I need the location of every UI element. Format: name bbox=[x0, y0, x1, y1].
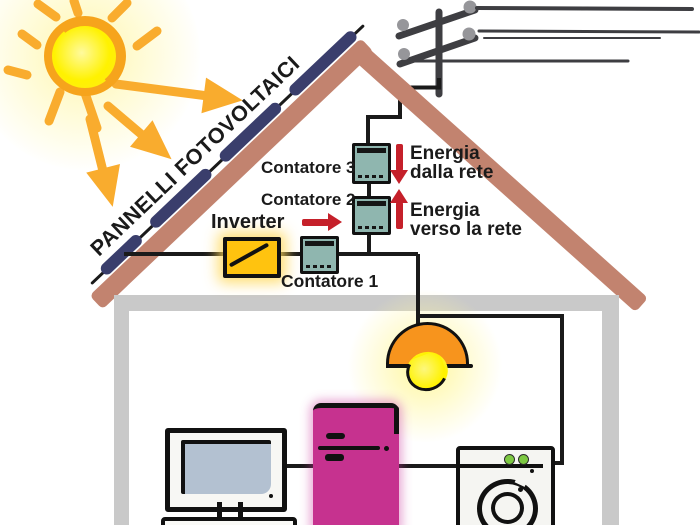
power-pole-icon bbox=[395, 6, 479, 98]
label-line: Energia bbox=[410, 143, 480, 164]
washer-button-green bbox=[518, 454, 529, 465]
label-line: verso la rete bbox=[410, 218, 522, 240]
fridge-icon bbox=[313, 403, 399, 525]
meter-contatore-1 bbox=[300, 236, 339, 274]
label-contatore-1: Contatore 1 bbox=[281, 271, 379, 291]
label-line: Energia bbox=[410, 200, 480, 221]
energy-to-grid-arrow-head bbox=[390, 189, 408, 203]
monitor-screen bbox=[181, 440, 271, 494]
label-contatore-3: Contatore 3 bbox=[261, 158, 356, 177]
fridge-divider bbox=[318, 446, 380, 450]
washer-panel-line bbox=[459, 464, 543, 468]
insulators bbox=[397, 0, 477, 60]
washer-panel-dot bbox=[530, 469, 534, 473]
washer-drum-dot bbox=[518, 487, 523, 492]
monitor-stand bbox=[217, 502, 243, 517]
meter-contatore-3 bbox=[352, 143, 391, 184]
sun-icon bbox=[44, 16, 126, 96]
washer-button-green bbox=[504, 454, 515, 465]
label-contatore-2: Contatore 2 bbox=[261, 190, 356, 209]
inverter-flow-arrow-head bbox=[328, 213, 342, 231]
fridge-handle bbox=[325, 454, 344, 461]
energy-to-grid-arrow-icon bbox=[396, 202, 403, 229]
label-line: dalla rete bbox=[410, 161, 494, 183]
keyboard-icon bbox=[161, 517, 297, 525]
energy-from-grid-arrow-head bbox=[390, 170, 408, 184]
inverter-icon bbox=[223, 237, 281, 278]
fridge-outline bbox=[394, 406, 399, 434]
label-energia-verso-la-rete: Energia verso la rete bbox=[410, 200, 522, 240]
fridge-handle bbox=[326, 433, 345, 439]
house-wall-right bbox=[602, 295, 619, 525]
label-energia-dalla-rete: Energia dalla rete bbox=[410, 143, 494, 183]
house-wall-left bbox=[114, 295, 129, 525]
washing-machine-icon bbox=[456, 446, 555, 525]
meter-contatore-2 bbox=[352, 196, 391, 235]
energy-from-grid-arrow-icon bbox=[396, 144, 403, 171]
washer-drum bbox=[477, 479, 538, 525]
monitor-dot bbox=[269, 494, 273, 498]
house-wall-top bbox=[114, 295, 619, 311]
washer-drum-inner bbox=[491, 492, 524, 524]
inverter-flow-arrow-icon bbox=[302, 219, 329, 226]
label-inverter: Inverter bbox=[211, 211, 285, 233]
power-lines bbox=[409, 6, 700, 63]
fridge-divider-dot bbox=[384, 446, 389, 451]
